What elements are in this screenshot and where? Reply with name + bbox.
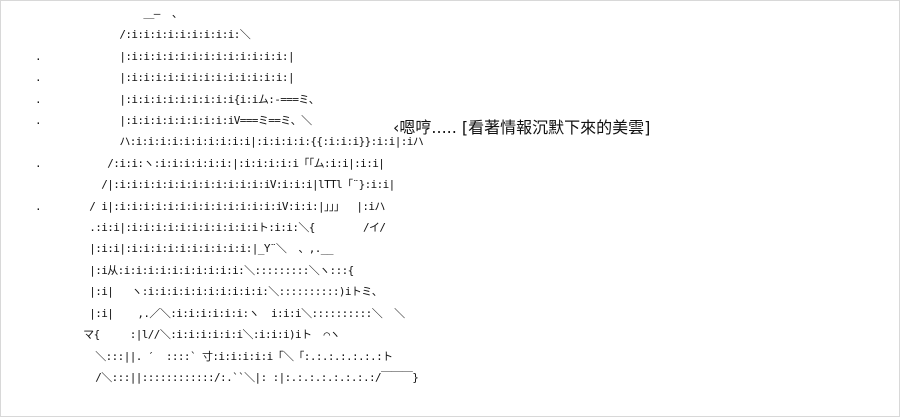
- art-line: ハ:i:i:i:i:i:i:i:i:i:i|:i:i:i:i:{{:i:i:i}…: [35, 135, 424, 149]
- art-line: マ{ :|l//＼:i:i:i:i:i:i＼:i:i:i)iト ⌒ヽ: [35, 328, 340, 342]
- caption-text: ‹嗯哼..... [看著情報沉默下來的美雲]: [393, 118, 651, 137]
- text-art-figure: ＿― 、 /:i:i:i:i:i:i:i:i:i:＼ . |:i:i:i:i:i…: [35, 3, 424, 388]
- art-line: . |:i:i:i:i:i:i:i:i:i:i:i:i:i:|: [35, 71, 295, 85]
- art-line: /＼:::||::::::::::::/:.``＼|: :|:.:.:.:.:.…: [35, 370, 419, 384]
- art-line: . |:i:i:i:i:i:i:i:i:i:i:i:i:i:|: [35, 49, 295, 63]
- art-line: |:i| ,.／＼:i:i:i:i:i:i:ヽ i:i:i＼::::::::::…: [35, 306, 405, 320]
- art-line: . / i|:i:i:i:i:i:i:i:i:i:i:i:i:i:iV:i:i:…: [35, 199, 385, 213]
- art-line: |:i:i|:i:i:i:i:i:i:i:i:i:i:|_Y¨＼ 、,.__: [35, 242, 333, 256]
- art-line: . |:i:i:i:i:i:i:i:i:i{i:iム:-===ミ、: [35, 92, 320, 106]
- art-line: ＿― 、: [35, 7, 183, 20]
- art-line: |:i| ヽ:i:i:i:i:i:i:i:i:i:i:＼::::::::::)i…: [35, 285, 383, 299]
- art-line: |:i从:i:i:i:i:i:i:i:i:i:i:＼:::::::::＼ヽ:::…: [35, 263, 354, 277]
- art-line: /|:i:i:i:i:i:i:i:i:i:i:i:i:iV:i:i:i|lTTl…: [35, 178, 395, 192]
- art-line: . |:i:i:i:i:i:i:i:i:iV===ミ==ミ、＼: [35, 114, 312, 128]
- art-line: . /:i:i:ヽ:i:i:i:i:i:i:|:i:i:i:i:i「「ム:i:i…: [35, 156, 385, 170]
- art-line: ＼:::||. ′ ::::` 寸:i:i:i:i:i「＼「:.:.:.:.:.…: [35, 349, 393, 363]
- art-line: /:i:i:i:i:i:i:i:i:i:＼: [35, 28, 251, 42]
- art-line: .:i:i|:i:i:i:i:i:i:i:i:i:i:iト:i:i:＼{ /イ/: [35, 221, 386, 235]
